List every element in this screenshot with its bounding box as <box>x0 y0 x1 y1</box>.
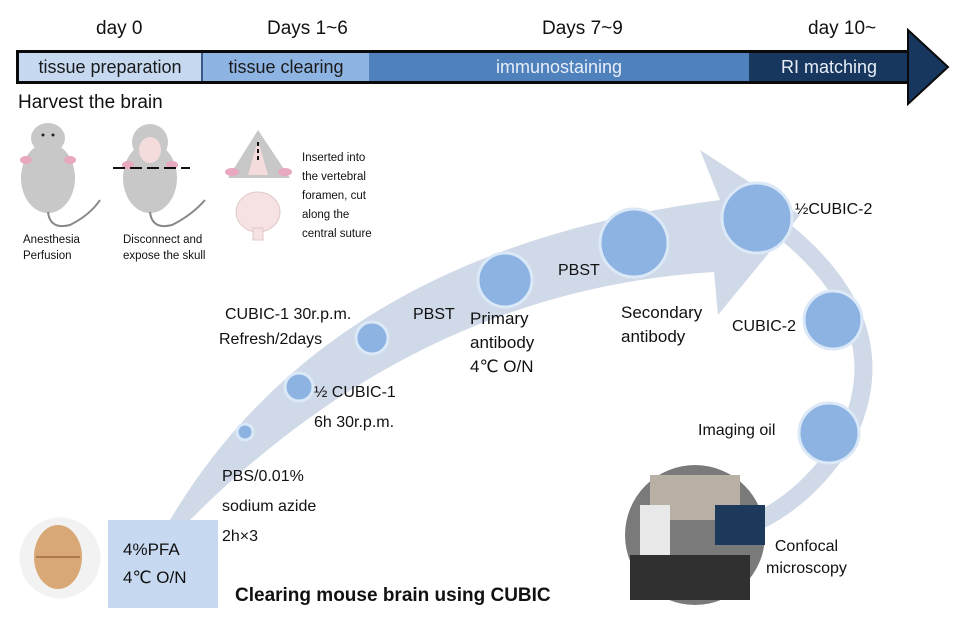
mouse-expose-skull-icon <box>113 124 206 228</box>
node-secondary <box>598 207 670 279</box>
label-half-cubic2: ½CUBIC-2 <box>795 201 873 218</box>
stage-tissue-preparation: tissue preparation <box>19 53 203 81</box>
fixation-label: 4%PFA 4℃ O/N <box>123 540 187 587</box>
label-primary-antibody: Primary antibody 4℃ O/N <box>470 309 535 376</box>
label-secondary-antibody: Secondary antibody <box>621 303 703 346</box>
stage-immunostaining: immunostaining <box>369 53 749 81</box>
day-label-10: day 10~ <box>808 18 877 39</box>
stage-ri-matching: RI matching <box>749 53 909 81</box>
figure-caption: Clearing mouse brain using CUBIC <box>235 585 551 606</box>
timeline-arrow-head <box>907 27 950 107</box>
day-label-7-9: Days 7~9 <box>542 18 623 39</box>
day-label-0: day 0 <box>96 18 143 39</box>
fixation-box <box>108 520 218 608</box>
node-half-cubic1 <box>283 371 315 403</box>
step-anesthesia-caption: Anesthesia Perfusion <box>23 234 80 262</box>
stage-tissue-clearing: tissue clearing <box>203 53 369 81</box>
label-half-cubic1: ½ CUBIC-1 6h 30r.p.m. <box>314 384 396 431</box>
step-cut-suture-caption: Inserted into the vertebral foramen, cut… <box>302 152 372 240</box>
mouse-head-cut-icon <box>225 130 292 178</box>
mouse-anesthesia-icon <box>20 123 101 228</box>
harvest-title: Harvest the brain <box>18 92 163 113</box>
node-imaging-oil <box>797 401 861 465</box>
step-expose-skull-caption: Disconnect and expose the skull <box>123 234 206 262</box>
timeline-bar: tissue preparation tissue clearing immun… <box>16 50 913 84</box>
label-confocal-microscopy: Confocal microscopy <box>766 538 847 577</box>
node-cubic1 <box>354 320 390 356</box>
label-pbst-1: PBST <box>413 306 455 323</box>
label-cubic1: CUBIC-1 30r.p.m. Refresh/2days <box>219 306 352 348</box>
node-pbs <box>235 422 255 442</box>
day-label-1-6: Days 1~6 <box>267 18 348 39</box>
label-imaging-oil: Imaging oil <box>698 422 776 439</box>
node-half-cubic2 <box>720 181 794 255</box>
node-cubic2 <box>802 289 864 351</box>
label-pbs-azide: PBS/0.01% sodium azide 2h×3 <box>222 468 317 545</box>
label-pbst-2: PBST <box>558 262 600 279</box>
node-primary <box>476 251 534 309</box>
brain-illustration-icon <box>235 191 281 241</box>
label-cubic2: CUBIC-2 <box>732 318 797 335</box>
